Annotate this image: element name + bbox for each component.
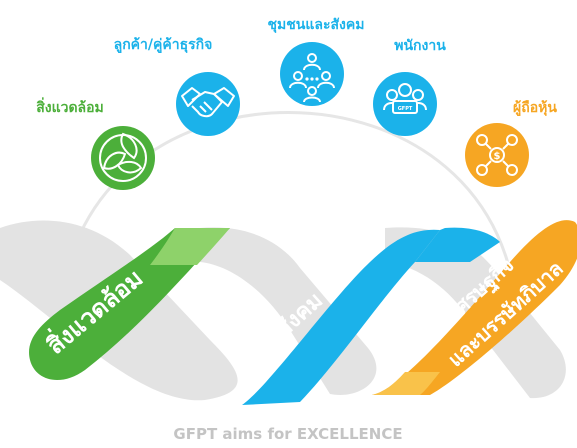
employees-group-icon [383, 83, 427, 114]
stakeholder-community [280, 42, 344, 106]
handshake-icon [181, 87, 235, 118]
ribbon-orange [372, 220, 577, 395]
recycle-leaves-icon [99, 132, 147, 182]
shareholders-dollar-icon [476, 134, 518, 176]
stakeholder-employees: GFPT [373, 72, 437, 136]
footer-tagline: GFPT aims for EXCELLENCE [173, 425, 402, 443]
employees-badge: GFPT [398, 106, 413, 112]
stakeholder-customers [176, 72, 240, 136]
stakeholder-shareholders: $ [465, 123, 529, 187]
stakeholder-label-shareholders: ผู้ถือหุ้น [513, 100, 557, 116]
community-network-icon [289, 53, 335, 103]
ribbon-green [29, 228, 230, 381]
ribbon-green-highlight [150, 228, 230, 265]
stakeholder-arc [58, 111, 519, 331]
dollar-sign: $ [494, 151, 501, 162]
ribbon-orange-highlight [372, 372, 440, 395]
ellipsis-dots [305, 77, 319, 81]
stakeholder-label-customers: ลูกค้า/คู่ค้าธุรกิจ [114, 37, 213, 53]
stakeholder-label-environment: สิ่งแวดล้อม [36, 97, 104, 116]
stakeholder-environment [91, 126, 155, 190]
stakeholder-label-employees: พนักงาน [394, 38, 446, 54]
ribbon-blue [242, 229, 440, 405]
ribbon-blue-lead [415, 227, 500, 262]
stakeholder-label-community: ชุมชนและสังคม [268, 17, 365, 33]
